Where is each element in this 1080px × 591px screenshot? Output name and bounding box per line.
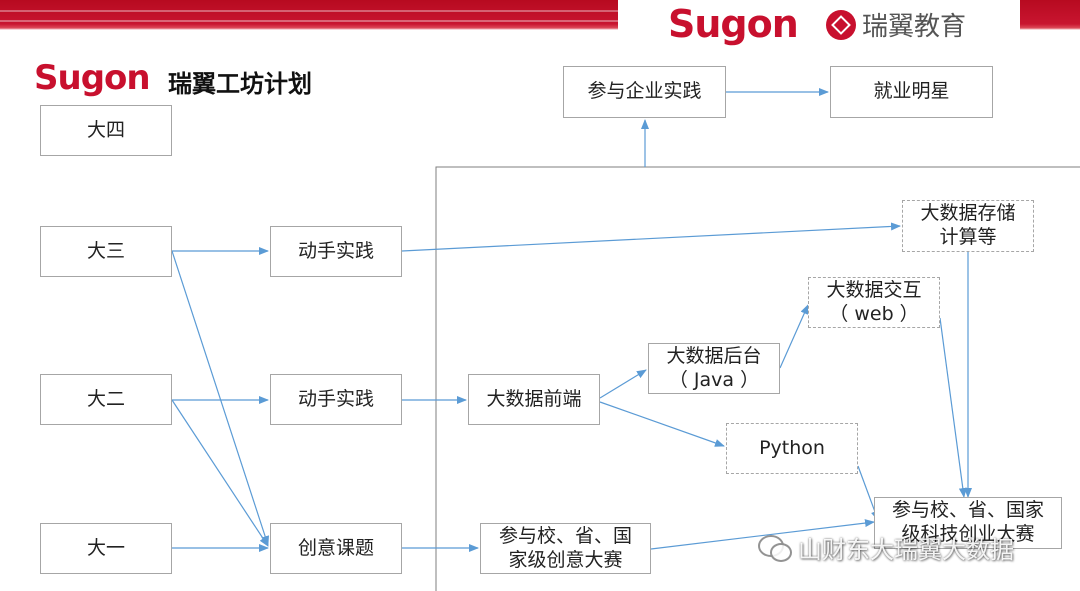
banner-stripe	[0, 20, 618, 22]
box-python: Python	[726, 423, 858, 474]
arrow-year3-creative	[171, 250, 270, 546]
box-creative-contest: 参与校、省、国 家级创意大赛	[480, 523, 651, 574]
box-year1: 大一	[40, 523, 172, 574]
box-bigdata-frontend: 大数据前端	[468, 374, 600, 425]
ruiyi-logo-text: 瑞翼教育	[862, 12, 967, 42]
box-practice-year2: 动手实践	[270, 374, 402, 425]
wechat-icon	[758, 534, 792, 562]
box-bigdata-backend: 大数据后台 （ Java ）	[648, 343, 780, 394]
box-bigdata-storage: 大数据存储 计算等	[902, 200, 1034, 252]
ruiyi-logo: 瑞翼教育	[826, 6, 966, 43]
box-creative-topic: 创意课题	[270, 523, 402, 574]
arrow-backend-interaction	[779, 304, 809, 369]
box-year3: 大三	[40, 226, 172, 277]
banner-right-strip	[1020, 0, 1080, 38]
box-enterprise-practice: 参与企业实践	[563, 66, 726, 118]
banner-logo-area	[618, 0, 1020, 44]
sugon-title-logo: Sugon	[34, 58, 151, 98]
box-national-contest: 参与校、省、国家 级科技创业大赛	[874, 497, 1062, 549]
box-year4: 大四	[40, 105, 172, 156]
watermark: 山财东大瑞翼大数据	[758, 530, 1014, 565]
ruiyi-logo-icon	[826, 9, 856, 40]
arrow-frontend-backend	[599, 369, 647, 399]
sugon-header-logo: Sugon	[668, 2, 799, 46]
watermark-text: 山财东大瑞翼大数据	[798, 536, 1014, 564]
page-title: 瑞翼工坊计划	[168, 70, 312, 98]
box-employment-star: 就业明星	[830, 66, 993, 118]
arrow-year2-creative	[171, 399, 269, 547]
box-year2: 大二	[40, 374, 172, 425]
box-bigdata-interaction: 大数据交互 （ web ）	[808, 277, 940, 328]
arrow-frontend-python	[599, 401, 725, 447]
box-practice-year3: 动手实践	[270, 226, 402, 277]
arrow-practice-storage	[401, 222, 901, 252]
frame-line	[435, 166, 1080, 591]
arrow-interaction-national	[939, 317, 967, 498]
banner-stripe	[0, 10, 618, 12]
